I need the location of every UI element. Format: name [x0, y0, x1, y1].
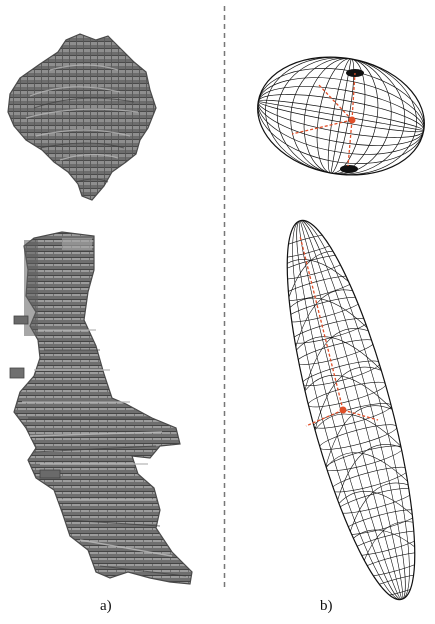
wireframe-ellipsoid-prolate: [262, 210, 435, 609]
voxel-shape-elongated: [10, 232, 192, 584]
panel-b-label: b): [320, 598, 333, 615]
panel-a-label: a): [100, 598, 112, 615]
voxel-shape-compact: [8, 34, 156, 200]
wireframe-ellipsoid-oblate: [248, 44, 434, 187]
